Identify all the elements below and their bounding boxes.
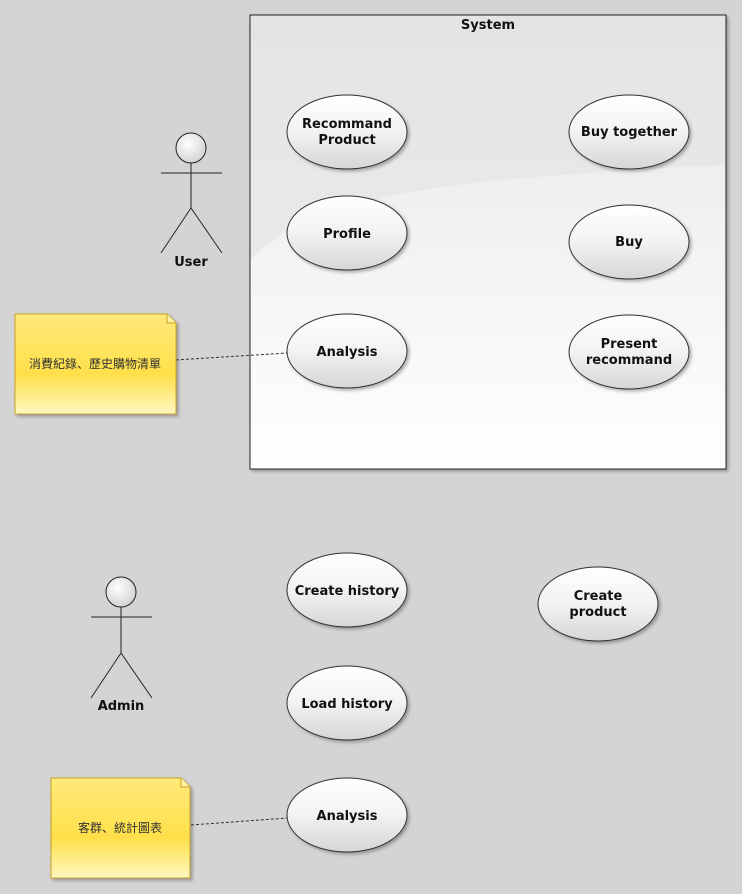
system-title: System <box>461 18 515 33</box>
use-case-profile-label: Profile <box>323 227 371 242</box>
actor-admin-label: Admin <box>98 699 145 714</box>
actor-admin[interactable]: Admin <box>90 576 153 714</box>
use-case-recommand-product[interactable]: Recommand Product <box>286 94 408 170</box>
use-case-create-history[interactable]: Create history <box>286 552 408 628</box>
use-case-present-recommand[interactable]: Present recommand <box>568 314 690 390</box>
use-case-profile[interactable]: Profile <box>286 195 408 271</box>
note-user-text: 消費紀錄、歷史購物清單 <box>29 356 161 371</box>
use-case-present-recommand-line2: recommand <box>586 353 672 368</box>
use-case-create-product[interactable]: Create product <box>537 566 659 642</box>
actor-user[interactable]: User <box>160 132 223 270</box>
use-case-create-history-label: Create history <box>295 584 400 599</box>
use-case-analysis-user-label: Analysis <box>317 345 378 360</box>
note-admin-text: 客群、統計圖表 <box>78 820 162 835</box>
use-case-recommand-product-line1: Recommand <box>302 117 392 132</box>
use-case-create-product-line1: Create <box>574 589 623 604</box>
use-case-create-product-line2: product <box>569 605 626 620</box>
use-case-analysis-admin[interactable]: Analysis <box>286 777 408 853</box>
use-case-analysis-user[interactable]: Analysis <box>286 313 408 389</box>
use-case-buy-label: Buy <box>615 235 643 250</box>
note-user[interactable]: 消費紀錄、歷史購物清單 <box>14 313 177 415</box>
note-connector-admin <box>190 817 288 826</box>
use-case-load-history[interactable]: Load history <box>286 665 408 741</box>
use-case-buy[interactable]: Buy <box>568 204 690 280</box>
use-case-buy-together[interactable]: Buy together <box>568 94 690 170</box>
actor-user-label: User <box>174 255 208 270</box>
use-case-buy-together-label: Buy together <box>581 125 678 140</box>
note-connector-user <box>175 352 288 361</box>
note-admin[interactable]: 客群、統計圖表 <box>50 777 191 879</box>
use-case-analysis-admin-label: Analysis <box>317 809 378 824</box>
use-case-recommand-product-line2: Product <box>318 133 375 148</box>
use-case-load-history-label: Load history <box>301 697 393 712</box>
use-case-present-recommand-line1: Present <box>601 337 658 352</box>
